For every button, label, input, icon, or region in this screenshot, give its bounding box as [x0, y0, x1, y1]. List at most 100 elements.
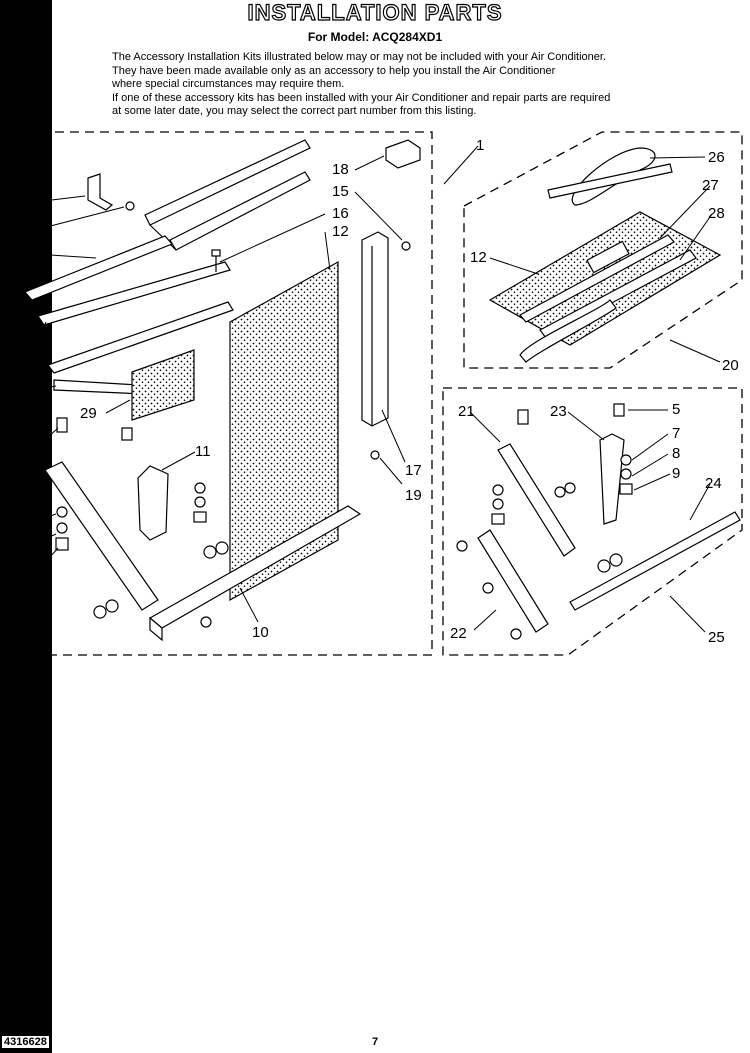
- callout-9: 9: [18, 567, 26, 584]
- washer-icon: [194, 482, 206, 494]
- callout-labels: 13 14 2 3 4 29 5 6 7 8 9 11 10 18 15 16 …: [12, 137, 739, 646]
- angle-bracket: [497, 443, 576, 557]
- screw-icon: [510, 628, 522, 640]
- bolt-icon: [517, 409, 529, 425]
- washer-icon: [93, 605, 107, 619]
- seal-strip: [547, 163, 673, 199]
- callout-24: 24: [705, 475, 722, 492]
- nut-icon: [55, 537, 69, 551]
- callout-5: 5: [18, 445, 26, 462]
- vertical-channel: [361, 231, 389, 427]
- callout-23: 23: [550, 403, 567, 420]
- bolt-icon: [613, 403, 625, 417]
- washer-icon: [56, 522, 68, 534]
- nut-icon: [619, 483, 633, 495]
- callout-17: 17: [405, 462, 422, 479]
- nut-icon: [193, 511, 207, 523]
- screw-icon: [456, 540, 468, 552]
- screw-icon: [482, 582, 494, 594]
- intro-text: The Accessory Installation Kits illustra…: [112, 51, 742, 119]
- top-rail-lower: [169, 171, 311, 251]
- main-kit-parts: [23, 139, 421, 642]
- callout-16: 16: [332, 205, 349, 222]
- page-number: 7: [372, 1036, 379, 1048]
- support-leg: [44, 461, 159, 611]
- screw-icon: [200, 616, 212, 628]
- intro-line: If one of these accessory kits has been …: [112, 91, 611, 104]
- washer-icon: [609, 553, 623, 567]
- callout-21: 21: [458, 403, 475, 420]
- black-binding-strip: [0, 0, 52, 1053]
- main-kit-boundary: [10, 131, 433, 656]
- callout-19: 19: [405, 487, 422, 504]
- callout-5-kit: 5: [672, 401, 680, 418]
- top-kit-boundary: [463, 131, 743, 369]
- callout-25: 25: [708, 629, 725, 646]
- callout-6: 6: [18, 495, 26, 512]
- screw-icon: [370, 450, 380, 460]
- washer-icon: [564, 482, 576, 494]
- callout-1: 1: [476, 137, 484, 154]
- callout-8: 8: [18, 537, 26, 554]
- washer-icon: [620, 454, 632, 466]
- callout-9-kit: 9: [672, 465, 680, 482]
- callout-27: 27: [702, 177, 719, 194]
- washer-icon: [492, 484, 504, 496]
- callout-14: 14: [12, 223, 29, 240]
- callout-7: 7: [18, 515, 26, 532]
- callout-26: 26: [708, 149, 725, 166]
- bolt-icon: [56, 417, 68, 433]
- corner-bracket: [87, 173, 114, 211]
- foam-rail: [539, 249, 697, 339]
- callout-15: 15: [332, 183, 349, 200]
- washer-icon: [620, 468, 632, 480]
- callout-12-top: 12: [470, 249, 487, 266]
- washer-icon: [597, 559, 611, 573]
- screw-icon: [125, 201, 135, 211]
- foam-block: [131, 349, 195, 421]
- intro-line: at some later date, you may select the c…: [112, 105, 477, 117]
- page-title: INSTALLATION PARTS: [247, 0, 503, 26]
- callout-29: 29: [80, 405, 97, 422]
- bracket-kit-boundary: [442, 387, 743, 656]
- nut-icon: [491, 513, 505, 525]
- callout-22: 22: [450, 625, 467, 642]
- bottom-rail-face: [149, 616, 163, 642]
- leg-bracket: [137, 465, 169, 541]
- bolt-icon: [121, 427, 133, 441]
- side-rail: [23, 235, 174, 301]
- screw-icon: [401, 241, 411, 251]
- washer-icon: [105, 599, 119, 613]
- washer-icon: [56, 506, 68, 518]
- leader-lines: [29, 145, 721, 633]
- callout-12: 12: [332, 223, 349, 240]
- diagonal-leg: [477, 529, 549, 633]
- callout-18: 18: [332, 161, 349, 178]
- model-subtitle: For Model: ACQ284XD1: [307, 30, 443, 44]
- washer-icon: [554, 486, 566, 498]
- callout-13: 13: [12, 195, 29, 212]
- screw-icon: [211, 249, 221, 257]
- washer-icon: [203, 545, 217, 559]
- foam-block: [586, 240, 630, 274]
- curved-rail: [519, 299, 617, 363]
- callout-28: 28: [708, 205, 725, 222]
- strap-bracket: [599, 433, 625, 525]
- callout-3: 3: [18, 361, 26, 378]
- callout-10: 10: [252, 624, 269, 641]
- bracket-kit-parts: [456, 403, 741, 640]
- top-kit-parts: [488, 147, 722, 363]
- intro-line: They have been made available only as an…: [112, 64, 556, 77]
- callout-7-kit: 7: [672, 425, 680, 442]
- intro-line: The Accessory Installation Kits illustra…: [112, 51, 607, 63]
- callout-4: 4: [18, 384, 26, 401]
- callout-8-kit: 8: [672, 445, 680, 462]
- document-number: 4316628: [2, 1036, 49, 1048]
- callout-2: 2: [18, 247, 26, 264]
- foam-panel: [229, 260, 339, 602]
- washer-icon: [215, 541, 229, 555]
- channel-rail: [47, 301, 234, 374]
- intro-line: where special circumstances may require …: [112, 78, 345, 90]
- washer-icon: [194, 496, 206, 508]
